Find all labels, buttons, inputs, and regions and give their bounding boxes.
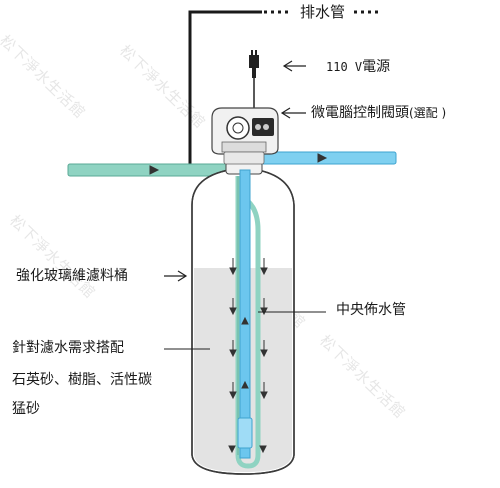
distribution-loop (235, 176, 261, 469)
controller-valve-head (211, 107, 279, 165)
center-riser-pipe (237, 169, 253, 459)
label-power: 110 V電源 (326, 58, 390, 76)
label-power-voltage: 110 V (326, 60, 363, 74)
flow-arrows (149, 153, 328, 454)
label-controller: 微電腦控制閥頭(選配 ) (311, 104, 446, 122)
label-media-line2: 石英砂、樹脂、活性碳 (12, 372, 152, 388)
label-media-line3: 猛砂 (12, 401, 40, 417)
label-arrow-controller (280, 107, 306, 119)
power-plug-icon (249, 50, 259, 78)
label-media-line1: 針對濾水需求搭配 (12, 340, 124, 356)
label-power-text: 電源 (362, 59, 391, 75)
label-center-pipe: 中央佈水管 (336, 302, 406, 318)
label-drain: 排水管 (300, 3, 346, 21)
label-controller-text: 微電腦控制閥頭 (311, 105, 409, 121)
label-controller-note: (選配 ) (409, 106, 447, 120)
label-arrow-power (282, 60, 306, 72)
label-arrow-tank (164, 270, 188, 282)
drain-pipe (188, 10, 262, 170)
label-tank: 強化玻璃維濾料桶 (16, 268, 128, 284)
